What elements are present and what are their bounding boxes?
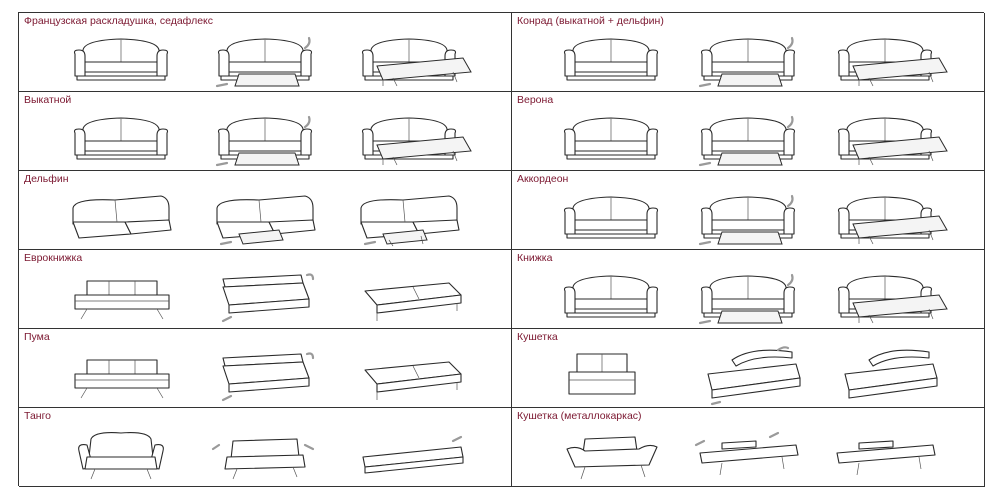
couch-icon (555, 344, 667, 404)
mechanism-title: Французская раскладушка, седафлекс (24, 15, 214, 27)
couch-open-icon (692, 344, 804, 406)
mechanism-title: Танго (24, 410, 52, 422)
sofa-bed-icon (829, 28, 949, 88)
mechanism-steps (19, 106, 511, 168)
mechanism-title: Еврокнижка (24, 252, 83, 264)
couch-fold-icon (692, 423, 804, 483)
sofa-icon (555, 107, 667, 167)
couch-bed-icon (829, 423, 941, 483)
mechanism-steps (19, 422, 511, 484)
sofa-rollout-icon (692, 28, 804, 88)
mechanism-steps (512, 27, 984, 89)
sofa-rollout-icon (692, 107, 804, 167)
sofa-bed-icon (829, 265, 949, 325)
mechanism-steps (19, 343, 511, 405)
sofa-pull-icon (209, 265, 321, 325)
sofa-bed-icon (353, 423, 465, 483)
mechanism-steps (512, 106, 984, 168)
mechanism-steps (512, 185, 984, 247)
mechanism-steps (19, 264, 511, 326)
mechanism-cell: Дельфин (19, 171, 512, 250)
sofa-icon (65, 107, 177, 167)
sofa-bed-frame-icon (353, 28, 472, 88)
sofa-icon (65, 265, 177, 325)
corner-sofa-open-icon (209, 186, 321, 246)
mechanism-title: Конрад (выкатной + дельфин) (517, 15, 664, 27)
couch-icon (555, 423, 667, 483)
mechanisms-table: Французская раскладушка, седафлекс Конрад… (18, 12, 985, 487)
sofa-fold-icon (209, 423, 321, 483)
sofa-bed-icon (353, 265, 465, 325)
corner-sofa-icon (65, 186, 177, 246)
sofa-icon (555, 186, 667, 246)
sofa-rollout-icon (209, 107, 321, 167)
mechanism-title: Аккордеон (517, 173, 569, 185)
mechanism-title: Дельфин (24, 173, 69, 185)
mechanism-steps (512, 343, 984, 406)
mechanism-steps (512, 264, 984, 326)
mechanism-steps (512, 422, 984, 484)
mechanism-cell: Пума (19, 329, 512, 408)
mechanism-title: Кушетка (517, 331, 558, 343)
mechanism-cell: Верона (512, 92, 985, 171)
corner-sofa-bed-icon (353, 186, 465, 247)
sofa-bed-frame-icon (829, 107, 949, 167)
sofa-pull-icon (209, 28, 321, 88)
mechanism-cell: Танго (19, 408, 512, 487)
sofa-icon (555, 265, 667, 325)
sofa-icon (65, 344, 177, 404)
mechanism-cell: Выкатной (19, 92, 512, 171)
mechanism-title: Кушетка (металлокаркас) (517, 410, 642, 422)
sofa-icon (65, 423, 177, 483)
mechanism-steps (19, 27, 511, 89)
mechanism-title: Выкатной (24, 94, 72, 106)
sofa-fold-icon (209, 344, 321, 404)
mechanism-title: Книжка (517, 252, 553, 264)
mechanism-cell: Конрад (выкатной + дельфин) (512, 13, 985, 92)
mechanism-cell: Еврокнижка (19, 250, 512, 329)
sofa-bed-icon (353, 344, 465, 404)
sofa-pull-icon (692, 186, 804, 246)
sofa-bed-icon (829, 186, 949, 246)
mechanism-cell: Кушетка (металлокаркас) (512, 408, 985, 487)
sofa-icon (65, 28, 177, 88)
mechanism-cell: Книжка (512, 250, 985, 329)
mechanism-title: Верона (517, 94, 554, 106)
mechanism-cell: Кушетка (512, 329, 985, 408)
mechanism-cell: Аккордеон (512, 171, 985, 250)
sofa-icon (555, 28, 667, 88)
mechanism-steps (19, 185, 511, 247)
mechanism-cell: Французская раскладушка, седафлекс (19, 13, 512, 92)
sofa-bed-icon (353, 107, 472, 167)
mechanism-title: Пума (24, 331, 50, 343)
sofa-fold-icon (692, 265, 804, 325)
couch-bed-icon (829, 344, 941, 404)
